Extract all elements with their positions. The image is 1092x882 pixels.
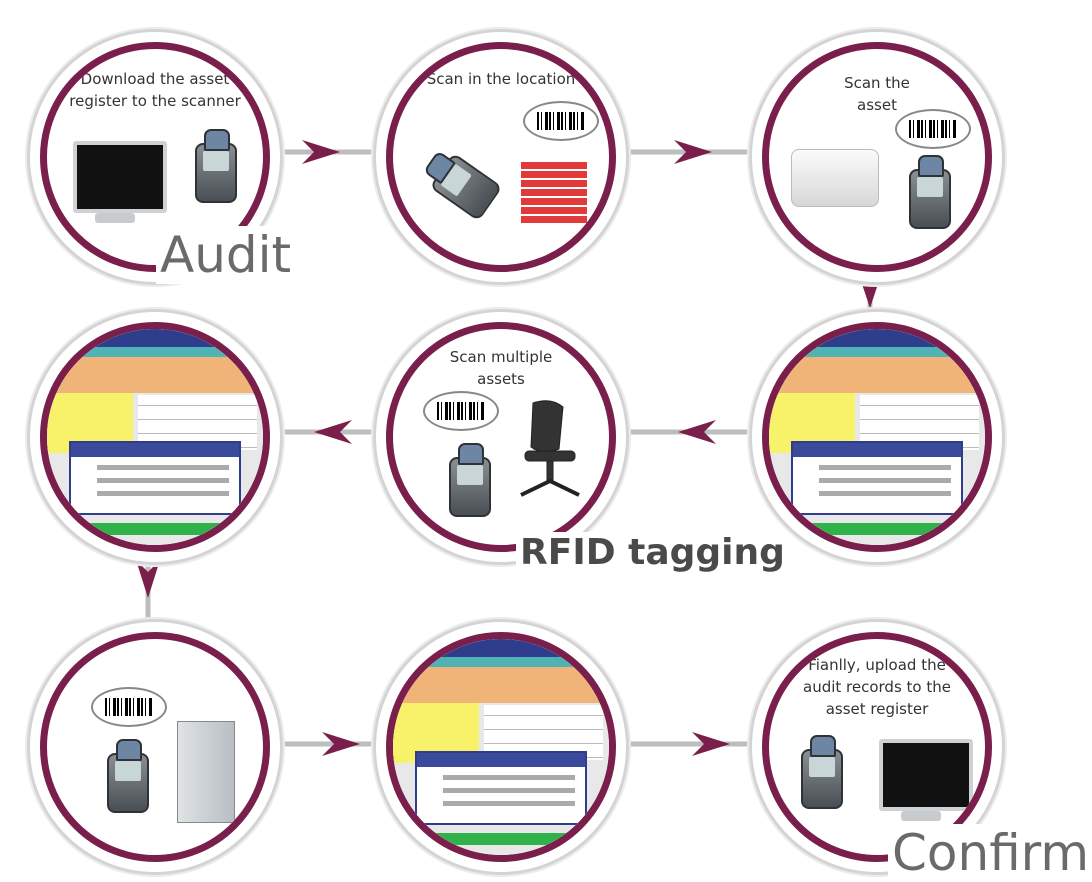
step-caption: Download the asset [80,70,230,88]
step-caption: asset [857,96,897,114]
scanner-app-screen [769,329,985,545]
scanner-app-screen [393,639,609,855]
handheld-scanner-icon [107,739,149,813]
step-caption: Scan multiple [449,348,553,366]
monitor-icon [879,739,973,811]
arrow-left-icon [314,420,352,444]
brick-wall-icon [521,161,587,223]
monitor-stand [901,811,941,821]
step-caption: Scan the [844,74,910,92]
step-scan-cabinet [40,632,270,862]
step-screen-new-asset [386,632,616,862]
step-scan-asset: Scan the asset [762,42,992,272]
chair-icon [520,400,580,497]
filing-cabinet-icon [177,721,235,823]
monitor-stand [95,213,135,223]
handheld-scanner-icon [909,155,951,229]
step-screen-found-location [762,322,992,552]
step-scan-multiple: Scan multiple assets [386,322,616,552]
handheld-scanner-icon [423,150,503,222]
arrow-down-icon [136,560,160,598]
phase-title-audit: Audit [156,226,296,284]
handheld-scanner-icon [449,443,491,517]
printer-icon [791,149,879,207]
arrow-right-icon [302,140,340,164]
step-caption: Scan in the location [426,70,576,88]
step-scan-location: Scan in the location [386,42,616,272]
scanner-app-screen [47,329,263,545]
step-screen-found-unexpected [40,322,270,552]
phase-title-confirm: Confirm [888,824,1092,882]
arrow-right-icon [692,732,730,756]
arrow-down-icon [858,272,882,308]
step-upload: Fianlly, upload the audit records to the… [762,632,992,862]
arrow-right-icon [674,140,712,164]
arrow-left-icon [678,420,716,444]
barcode-icon [91,687,167,727]
monitor-icon [73,141,167,213]
step-caption: audit records to the [803,678,951,696]
handheld-scanner-icon [801,735,843,809]
barcode-icon [423,391,499,431]
step-download: Download the asset register to the scann… [40,42,270,272]
phase-title-rfid: RFID tagging [516,532,789,573]
barcode-icon [523,101,599,141]
step-caption: assets [477,370,525,388]
handheld-scanner-icon [195,129,237,203]
step-caption: register to the scanner [69,92,241,110]
step-caption: Fianlly, upload the [808,656,946,674]
barcode-icon [895,109,971,149]
step-caption: asset register [825,700,929,718]
arrow-right-icon [322,732,360,756]
